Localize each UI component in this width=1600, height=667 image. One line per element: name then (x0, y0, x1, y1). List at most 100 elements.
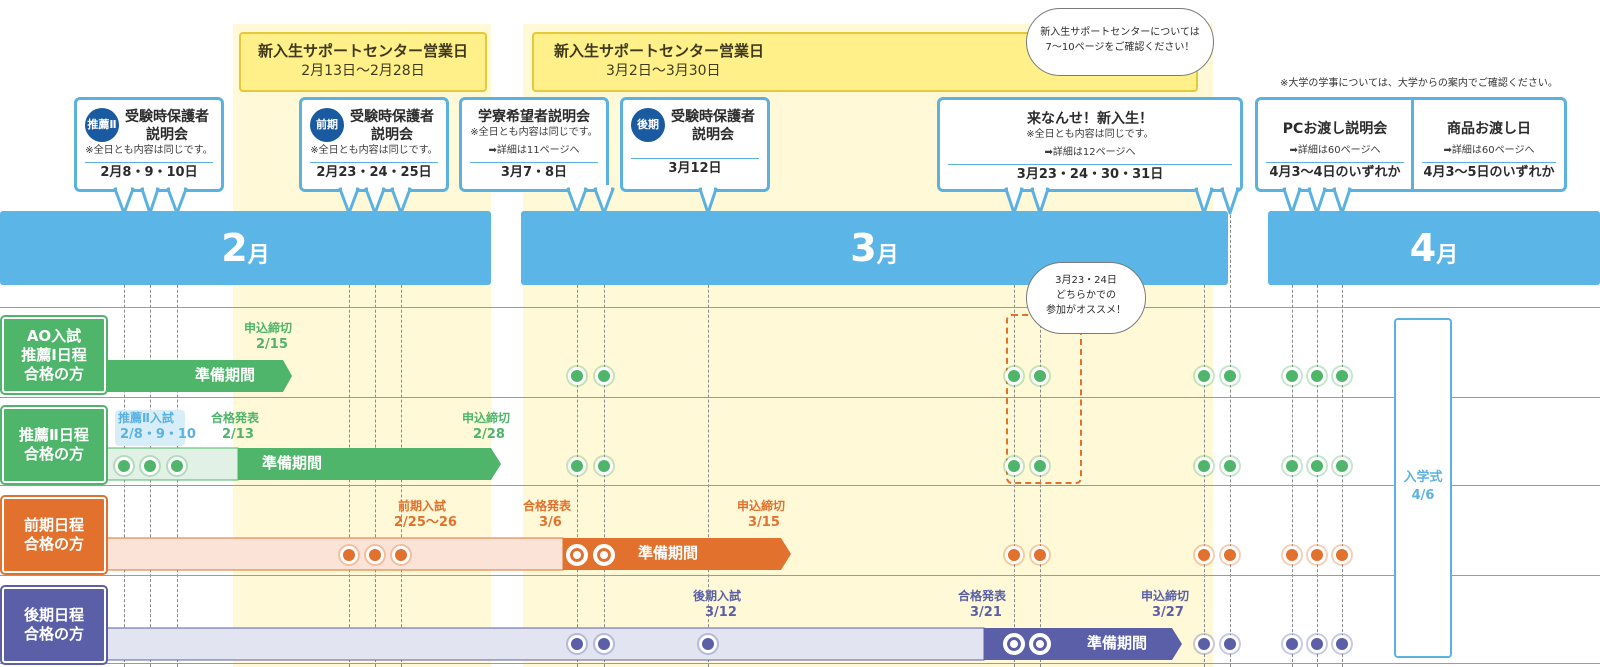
event-welcome-title: 来なんせ！新入生！ (1027, 111, 1153, 127)
event-dot (1195, 635, 1213, 653)
event-kouki-title2: 説明会 (692, 127, 734, 143)
zenki-result-title: 合格発表 (523, 499, 572, 513)
event-kouki-date: 3月12日 (668, 161, 722, 176)
event-dot (566, 544, 588, 566)
event-zenki-date: 2月23・24・25日 (316, 165, 432, 180)
suisen2-result-title: 合格発表 (211, 411, 260, 425)
event-dot (595, 635, 613, 653)
event-dot (568, 457, 586, 475)
date-guide-line (1292, 200, 1293, 667)
zenki-exam-title: 前期入試 (398, 499, 447, 513)
event-dot (568, 367, 586, 385)
row-sep-4 (0, 575, 1600, 576)
event-dorm-detail: ➡詳細は11ページへ (488, 145, 580, 156)
event-dorm-date: 3月7・8日 (500, 165, 568, 180)
date-guide-line (1317, 200, 1318, 667)
suisen2-result-date: 2/13 (222, 427, 254, 442)
event-suisen2-date: 2月8・9・10日 (100, 165, 198, 180)
row-label-kouki: 後期日程合格の方 (0, 585, 108, 665)
badge-zenki: 前期 (310, 108, 344, 142)
ceremony-date: 4/6 (1411, 488, 1435, 503)
event-dot (115, 457, 133, 475)
event-divider (1411, 100, 1414, 189)
zenki-prep-label: 準備期間 (638, 544, 699, 562)
kouki-prep-label: 準備期間 (1087, 634, 1148, 652)
month-feb-unit: 月 (247, 243, 270, 268)
event-dorm-note: ※全日とも内容は同じです。 (470, 127, 598, 138)
date-guide-line (1204, 200, 1205, 667)
event-dot (1333, 546, 1351, 564)
zenki-deadline-date: 3/15 (748, 515, 780, 530)
event-suisen2-title2: 説明会 (146, 127, 188, 143)
kouki-deadline-date: 3/27 (1152, 605, 1184, 620)
date-guide-line (349, 200, 350, 667)
event-dot (1031, 457, 1049, 475)
suisen2-exam-title: 推薦Ⅱ入試 (118, 411, 174, 425)
event-dot (1308, 367, 1326, 385)
month-apr-num: 4 (1409, 226, 1437, 270)
event-dot (699, 635, 717, 653)
row-suisen2-line1: 推薦Ⅱ日程 (19, 426, 89, 444)
event-dot (392, 546, 410, 564)
row-suisen2-line2: 合格の方 (23, 445, 84, 463)
prep-arrow-ao (100, 360, 292, 392)
event-zenki-note: ※全日とも内容は同じです。 (310, 145, 438, 156)
month-mar-unit: 月 (876, 243, 899, 268)
month-mar-num: 3 (850, 226, 877, 270)
event-dot (1005, 457, 1023, 475)
event-dorm-title: 学寮希望者説明会 (478, 109, 590, 125)
prep-arrow-zenki (99, 537, 791, 571)
event-dot (1221, 367, 1239, 385)
top-note: ※大学の学事については、大学からの案内でご確認ください。 (1280, 78, 1558, 89)
row-ao-line1: AO入試 (26, 326, 82, 345)
speech-mid-line3: 参加がオススメ！ (1046, 305, 1126, 316)
event-kouki-title1: 受験時保護者 (671, 109, 755, 125)
event-suisen2-parents: 推薦Ⅱ 受験時保護者 説明会 ※全日とも内容は同じです。 2月8・9・10日 (74, 97, 224, 192)
event-welcome-date: 3月23・24・30・31日 (1016, 167, 1164, 182)
zenki-deadline-title: 申込締切 (737, 499, 786, 513)
row-label-zenki: 前期日程合格の方 (0, 495, 108, 575)
row-label-ao: AO入試推薦Ⅰ日程合格の方 (0, 315, 108, 395)
event-dot (1283, 546, 1301, 564)
event-dot (1333, 635, 1351, 653)
event-dot (1283, 367, 1301, 385)
date-guide-line (577, 200, 578, 667)
event-dot (1283, 635, 1301, 653)
event-dot (1031, 546, 1049, 564)
event-dot (1195, 457, 1213, 475)
support-center-feb-title: 新入生サポートセンター営業日 (257, 42, 468, 60)
date-guide-line (604, 200, 605, 667)
badge-suisen2: 推薦Ⅱ (85, 108, 119, 142)
support-center-speech-bubble: 新入生サポートセンターについては 7〜10ページをご確認ください！ (1026, 8, 1214, 76)
event-dot (1195, 367, 1213, 385)
event-zenki-title2: 説明会 (371, 127, 413, 143)
row-kouki-line1: 後期日程 (23, 606, 84, 624)
row-ao-line3: 合格の方 (23, 364, 84, 383)
event-dot (1005, 367, 1023, 385)
suisen2-deadline-title: 申込締切 (462, 411, 511, 425)
event-goods-title: 商品お渡し日 (1447, 121, 1531, 137)
event-dorm: 学寮希望者説明会 ※全日とも内容は同じです。 ➡詳細は11ページへ 3月7・8日 (459, 97, 609, 192)
event-dot (1195, 546, 1213, 564)
date-guide-line (1342, 200, 1343, 667)
date-guide-line (1230, 200, 1231, 667)
zenki-result-date: 3/6 (539, 515, 562, 530)
support-center-mar-title: 新入生サポートセンター営業日 (554, 42, 765, 60)
event-dot (1029, 633, 1051, 655)
event-dot (1308, 457, 1326, 475)
event-dot (141, 457, 159, 475)
event-suisen2-note: ※全日とも内容は同じです。 (85, 145, 213, 156)
event-dot (1333, 457, 1351, 475)
event-dot (1283, 457, 1301, 475)
event-dot (1221, 546, 1239, 564)
zenki-exam-date: 2/25〜26 (394, 515, 457, 530)
event-pc-title: PCお渡し説明会 (1282, 121, 1388, 137)
event-kouki-parents: 後期 受験時保護者 説明会 3月12日 (620, 97, 770, 192)
kouki-deadline-title: 申込締切 (1141, 589, 1190, 603)
ao-deadline-title: 申込締切 (244, 321, 293, 335)
support-center-feb-dates: 2月13日〜2月28日 (301, 63, 425, 79)
month-apr-unit: 月 (1436, 243, 1459, 268)
event-welcome: 来なんせ！新入生！ ※全日とも内容は同じです。 ➡詳細は12ページへ 3月23・… (937, 97, 1243, 192)
